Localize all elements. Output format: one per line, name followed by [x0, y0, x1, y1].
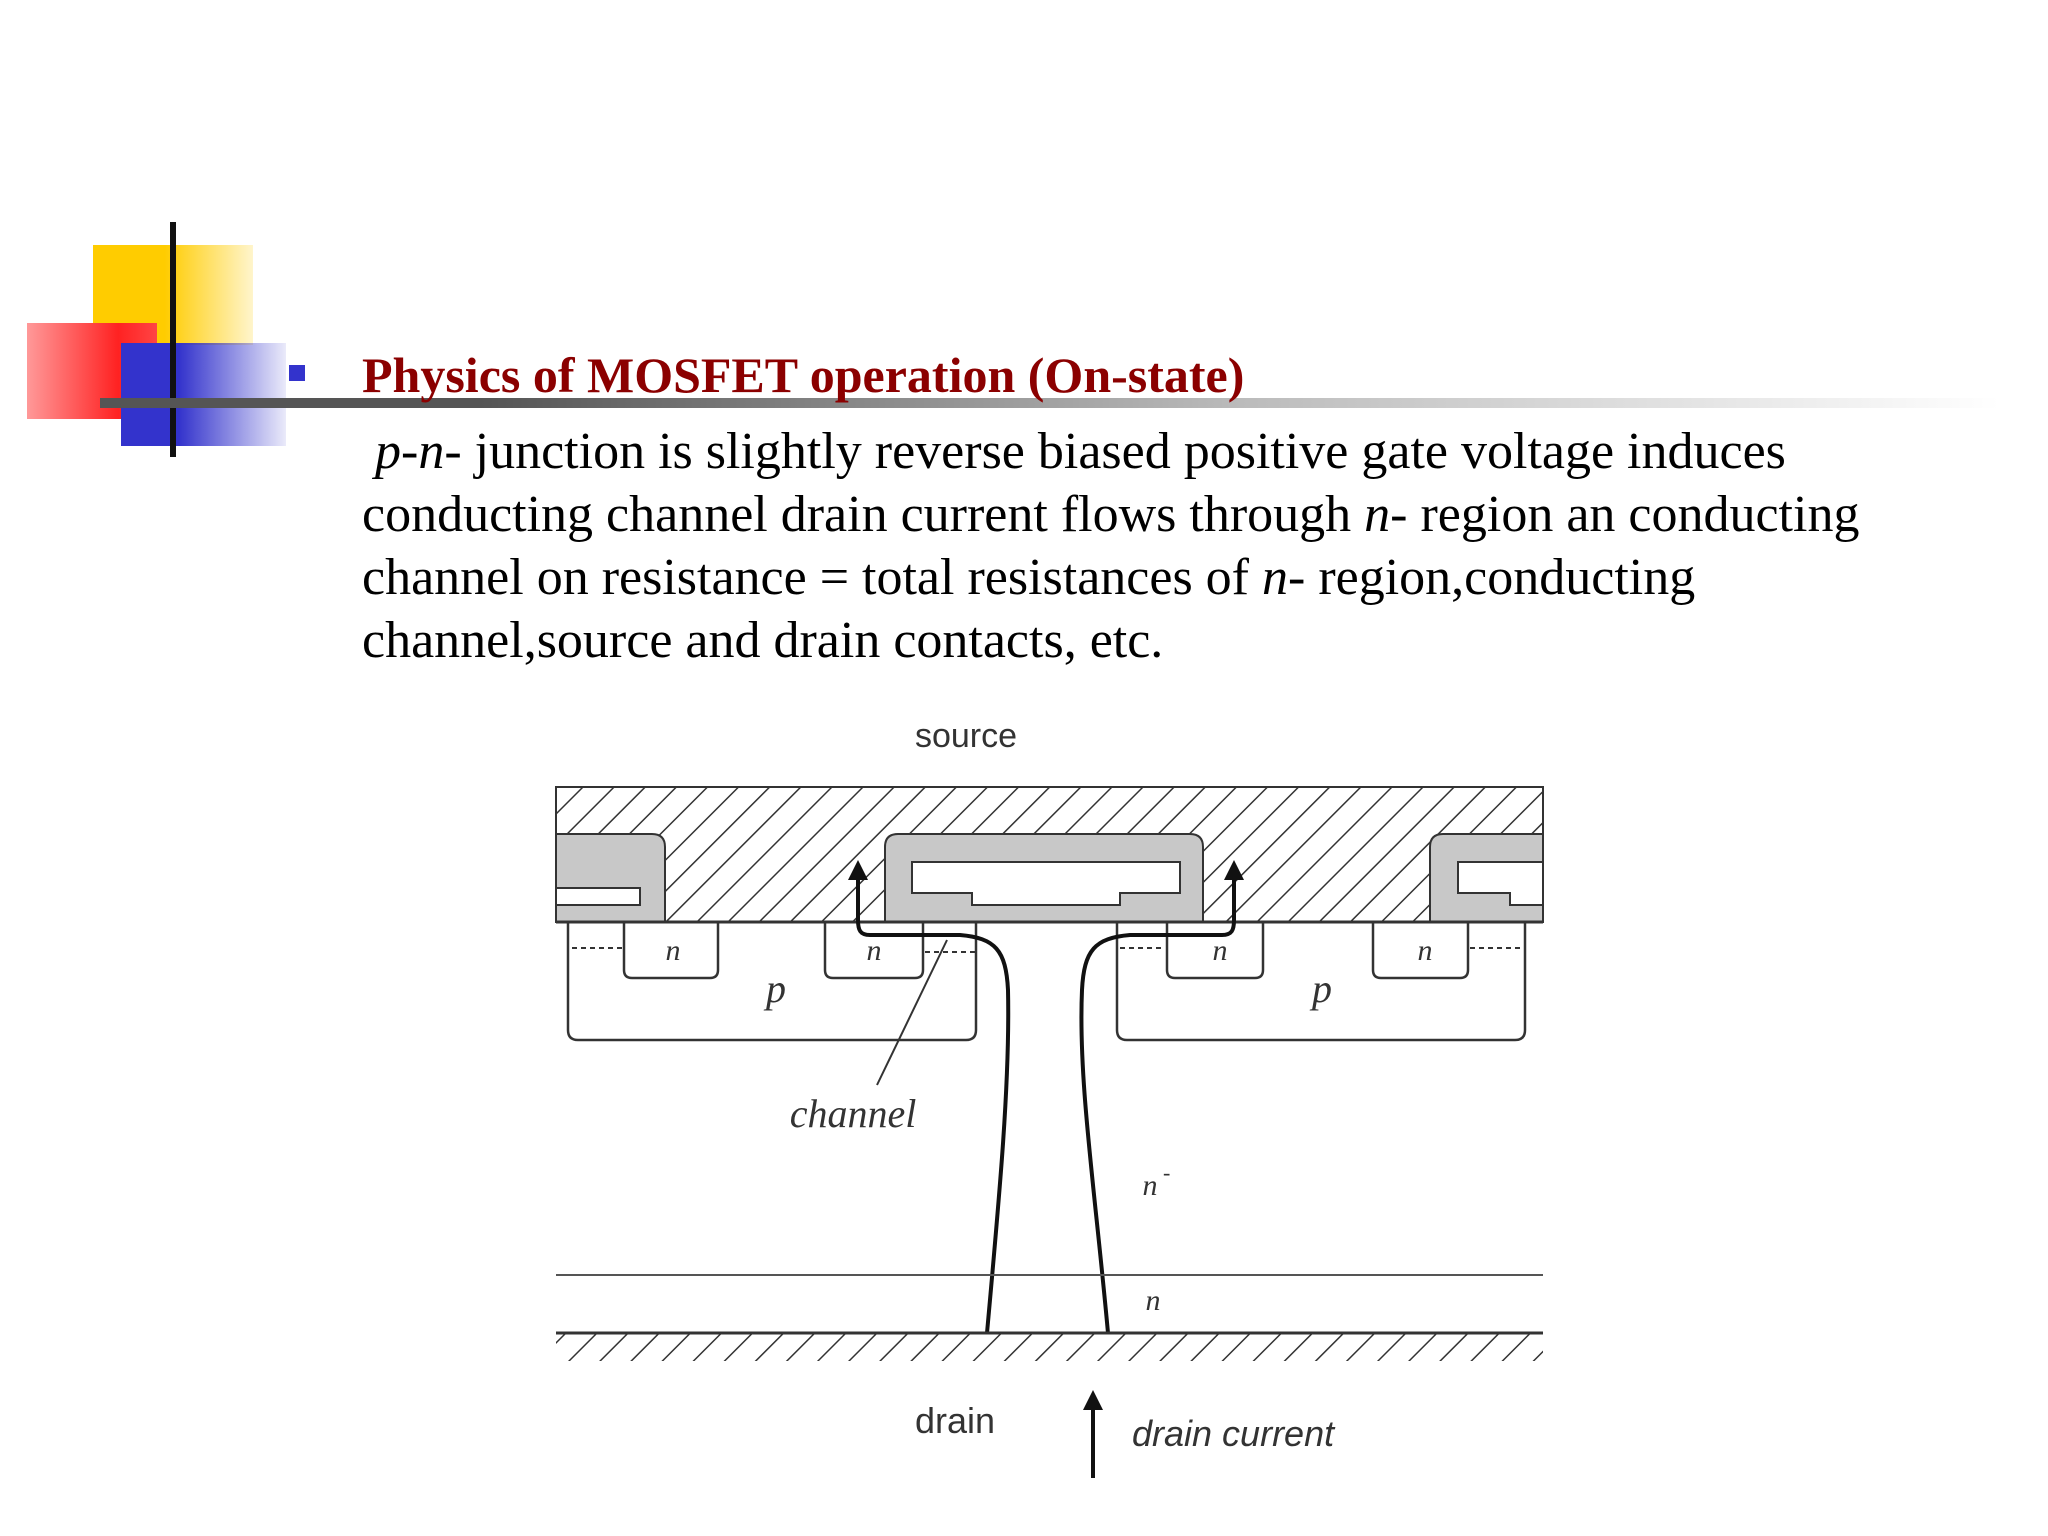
- gate-inner-left: [555, 887, 641, 906]
- gate-block-left: [555, 833, 666, 923]
- deco-vertical-line: [170, 222, 176, 457]
- p-body-left: [566, 922, 978, 1042]
- drain-current-label: drain current: [1132, 1413, 1336, 1454]
- slide-body-text: p-n- junction is slightly reverse biased…: [362, 423, 1860, 669]
- source-label: source: [915, 717, 1017, 755]
- current-path-right: [1079, 860, 1244, 1334]
- n-plus-region-1: [622, 922, 720, 980]
- n-plus-label-1: n: [666, 934, 681, 967]
- n-plus-label-4: n: [1418, 934, 1433, 967]
- bullet-square-icon: [289, 365, 305, 381]
- channel-label: channel: [790, 1091, 917, 1136]
- p-label-right: p: [1309, 966, 1332, 1011]
- n-buffer-label: n: [1146, 1284, 1161, 1317]
- p-label-left: p: [763, 966, 786, 1011]
- gate-inner-right: [1457, 861, 1544, 906]
- slide-title: Physics of MOSFET operation (On-state): [362, 347, 1245, 403]
- p-body-right: [1115, 922, 1527, 1042]
- deco-blue-block: [121, 343, 286, 446]
- n-minus-label: n: [1143, 1169, 1158, 1202]
- n-plus-label-3: n: [1213, 934, 1228, 967]
- n-plus-region-4: [1371, 922, 1470, 980]
- n-minus-sup: -: [1163, 1160, 1170, 1185]
- title-underline: [100, 398, 2000, 408]
- mosfet-cross-section-diagram: source drain drain current channel n n n…: [555, 717, 1544, 1478]
- n-plus-region-3: [1165, 922, 1265, 980]
- drain-label: drain: [915, 1400, 995, 1441]
- current-path-left: [848, 860, 1011, 1334]
- channel-pointer-line: [876, 939, 948, 1086]
- n-plus-region-2: [823, 922, 925, 980]
- n-plus-label-2: n: [867, 934, 882, 967]
- drain-metal: [556, 1333, 1543, 1361]
- gate-inner-center: [911, 861, 1181, 906]
